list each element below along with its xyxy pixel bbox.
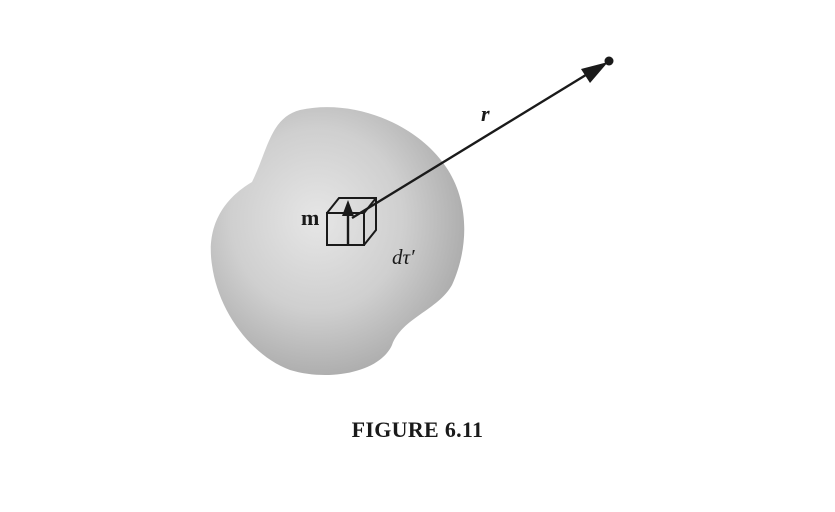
moment-label: m: [301, 205, 319, 230]
field-point: [604, 56, 614, 66]
figure-caption: FIGURE 6.11: [351, 417, 484, 442]
separation-label: r: [481, 101, 490, 126]
magnetized-body: [210, 107, 465, 376]
volume-element-label: dτ′: [392, 245, 415, 269]
dipole-moment-arrow: [342, 200, 354, 244]
separation-vector-r: [351, 62, 608, 220]
